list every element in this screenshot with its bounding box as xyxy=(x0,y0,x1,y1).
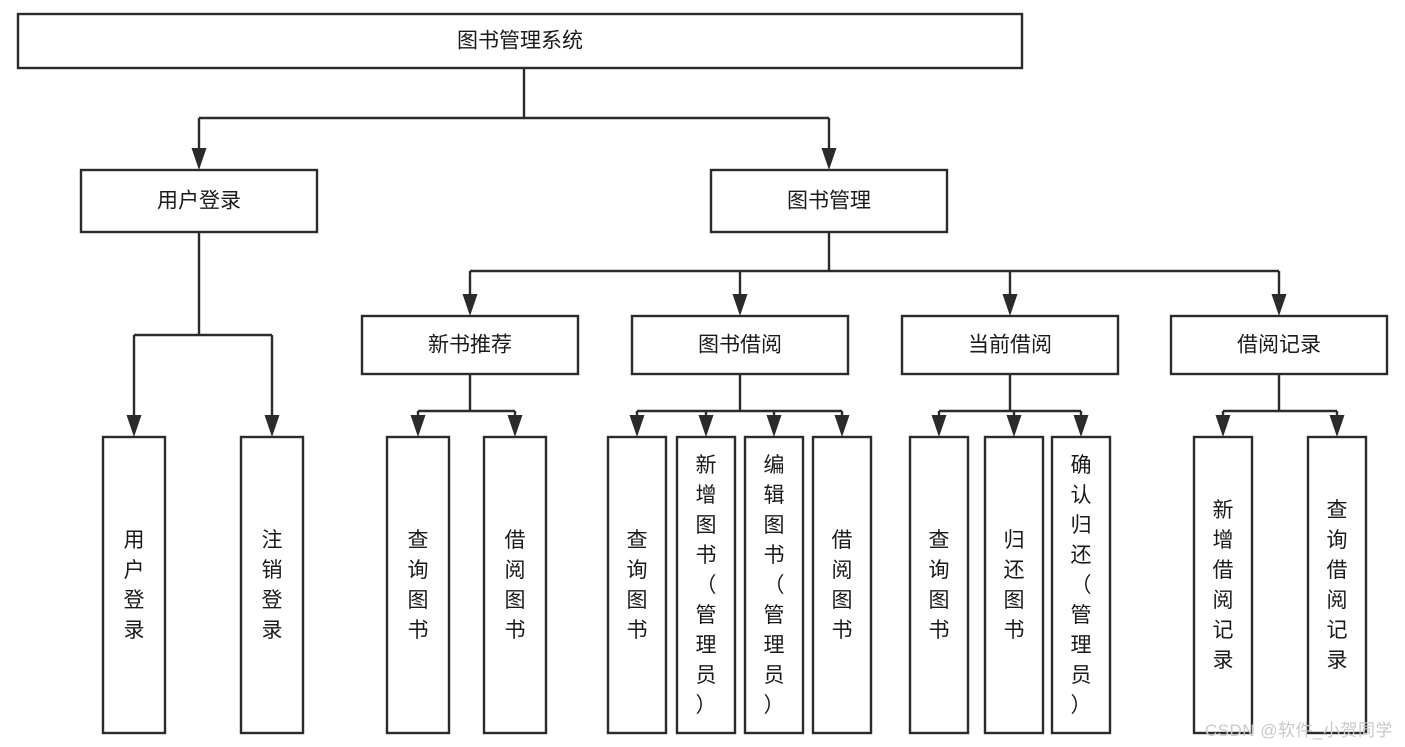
csdn-watermark: CSDN @软件_小贺同学 xyxy=(1204,721,1393,740)
node-leaf-confirm-return-admin-label: 确认归还（管理员） xyxy=(1071,454,1092,717)
node-book-management-box[interactable] xyxy=(709,168,949,234)
node-leaf-return-book-label: 归还图书 xyxy=(1004,529,1025,642)
node-leaf-borrow-book-recommend-box[interactable] xyxy=(482,435,548,735)
node-leaf-logout-login[interactable]: 注销登录 xyxy=(239,435,305,735)
node-leaf-user-login[interactable]: 用户登录 xyxy=(101,435,167,735)
node-leaf-query-book-current-label: 查询图书 xyxy=(929,529,950,642)
node-leaf-query-borrow-record[interactable]: 查询借阅记录 xyxy=(1306,435,1368,735)
node-book-borrow-label: 图书借阅 xyxy=(698,334,782,357)
group-book-borrow-drop-0-arrowhead xyxy=(629,415,645,437)
group-book-borrow-drop-3-arrowhead xyxy=(834,415,850,437)
node-leaf-add-book-admin[interactable]: 新增图书（管理员） xyxy=(675,435,737,735)
node-leaf-add-borrow-record-box[interactable] xyxy=(1192,435,1254,735)
node-borrow-record-box[interactable] xyxy=(1169,314,1389,376)
node-current-borrow-label: 当前借阅 xyxy=(968,334,1052,357)
group-current-borrow-drop-1-arrowhead xyxy=(1006,415,1022,437)
node-borrow-record[interactable]: 借阅记录 xyxy=(1169,314,1389,376)
node-leaf-user-login-box[interactable] xyxy=(101,435,167,735)
node-leaf-query-book-recommend-box[interactable] xyxy=(385,435,451,735)
connectors-layer xyxy=(126,68,1345,437)
node-leaf-query-book-borrow[interactable]: 查询图书 xyxy=(606,435,668,735)
node-root[interactable]: 图书管理系统 xyxy=(16,12,1024,70)
node-leaf-confirm-return-admin[interactable]: 确认归还（管理员） xyxy=(1050,435,1112,735)
node-root-box[interactable] xyxy=(16,12,1024,70)
node-leaf-user-login-label: 用户登录 xyxy=(124,529,145,642)
node-new-book-recommend-label: 新书推荐 xyxy=(428,334,512,357)
node-leaf-borrow-book-borrow-box[interactable] xyxy=(811,435,873,735)
node-leaf-confirm-return-admin-box[interactable] xyxy=(1050,435,1112,735)
node-new-book-recommend-box[interactable] xyxy=(360,314,580,376)
group-book-borrow-drop-2-arrowhead xyxy=(766,415,782,437)
node-leaf-query-book-current[interactable]: 查询图书 xyxy=(908,435,970,735)
node-leaf-edit-book-admin[interactable]: 编辑图书（管理员） xyxy=(743,435,805,735)
book-management-drop-3-arrowhead xyxy=(1271,294,1287,316)
user-login-drop-0-arrowhead xyxy=(126,415,142,437)
node-leaf-add-borrow-record-label: 新增借阅记录 xyxy=(1213,499,1234,672)
node-book-borrow[interactable]: 图书借阅 xyxy=(630,314,850,376)
node-leaf-return-book[interactable]: 归还图书 xyxy=(983,435,1045,735)
group-current-borrow-drop-2-arrowhead xyxy=(1073,415,1089,437)
root-drop-0-arrowhead xyxy=(191,148,207,170)
node-current-borrow[interactable]: 当前借阅 xyxy=(900,314,1120,376)
node-leaf-query-borrow-record-label: 查询借阅记录 xyxy=(1327,499,1348,672)
node-new-book-recommend[interactable]: 新书推荐 xyxy=(360,314,580,376)
node-leaf-query-book-borrow-box[interactable] xyxy=(606,435,668,735)
node-leaf-add-book-admin-label: 新增图书（管理员） xyxy=(696,454,717,717)
node-book-borrow-box[interactable] xyxy=(630,314,850,376)
node-current-borrow-box[interactable] xyxy=(900,314,1120,376)
node-leaf-query-book-borrow-label: 查询图书 xyxy=(627,529,648,642)
node-leaf-query-book-recommend-label: 查询图书 xyxy=(408,529,429,642)
node-book-management[interactable]: 图书管理 xyxy=(709,168,949,234)
group-borrow-record-drop-0-arrowhead xyxy=(1215,415,1231,437)
node-leaf-add-borrow-record[interactable]: 新增借阅记录 xyxy=(1192,435,1254,735)
node-leaf-edit-book-admin-label: 编辑图书（管理员） xyxy=(764,454,785,717)
node-root-label: 图书管理系统 xyxy=(457,30,583,53)
node-leaf-add-book-admin-box[interactable] xyxy=(675,435,737,735)
node-book-management-label: 图书管理 xyxy=(787,190,871,213)
nodes-layer: 图书管理系统用户登录图书管理新书推荐图书借阅当前借阅借阅记录用户登录注销登录查询… xyxy=(16,12,1389,735)
node-leaf-logout-login-label: 注销登录 xyxy=(262,529,283,642)
node-leaf-query-borrow-record-box[interactable] xyxy=(1306,435,1368,735)
node-leaf-return-book-box[interactable] xyxy=(983,435,1045,735)
group-new-book-recommend-drop-0-arrowhead xyxy=(410,415,426,437)
node-leaf-borrow-book-borrow-label: 借阅图书 xyxy=(832,529,853,642)
user-login-drop-1-arrowhead xyxy=(264,415,280,437)
root-drop-1-arrowhead xyxy=(821,148,837,170)
book-management-drop-0-arrowhead xyxy=(462,294,478,316)
book-management-drop-2-arrowhead xyxy=(1002,294,1018,316)
group-borrow-record-drop-1-arrowhead xyxy=(1329,415,1345,437)
group-book-borrow-drop-1-arrowhead xyxy=(698,415,714,437)
node-leaf-query-book-current-box[interactable] xyxy=(908,435,970,735)
node-user-login[interactable]: 用户登录 xyxy=(79,168,319,234)
group-current-borrow-drop-0-arrowhead xyxy=(931,415,947,437)
node-leaf-logout-login-box[interactable] xyxy=(239,435,305,735)
node-leaf-borrow-book-borrow[interactable]: 借阅图书 xyxy=(811,435,873,735)
node-borrow-record-label: 借阅记录 xyxy=(1237,334,1321,357)
node-leaf-edit-book-admin-box[interactable] xyxy=(743,435,805,735)
group-new-book-recommend-drop-1-arrowhead xyxy=(507,415,523,437)
book-management-drop-1-arrowhead xyxy=(732,294,748,316)
node-user-login-label: 用户登录 xyxy=(157,190,241,213)
node-leaf-borrow-book-recommend-label: 借阅图书 xyxy=(505,529,526,642)
node-leaf-query-book-recommend[interactable]: 查询图书 xyxy=(385,435,451,735)
node-user-login-box[interactable] xyxy=(79,168,319,234)
node-leaf-borrow-book-recommend[interactable]: 借阅图书 xyxy=(482,435,548,735)
